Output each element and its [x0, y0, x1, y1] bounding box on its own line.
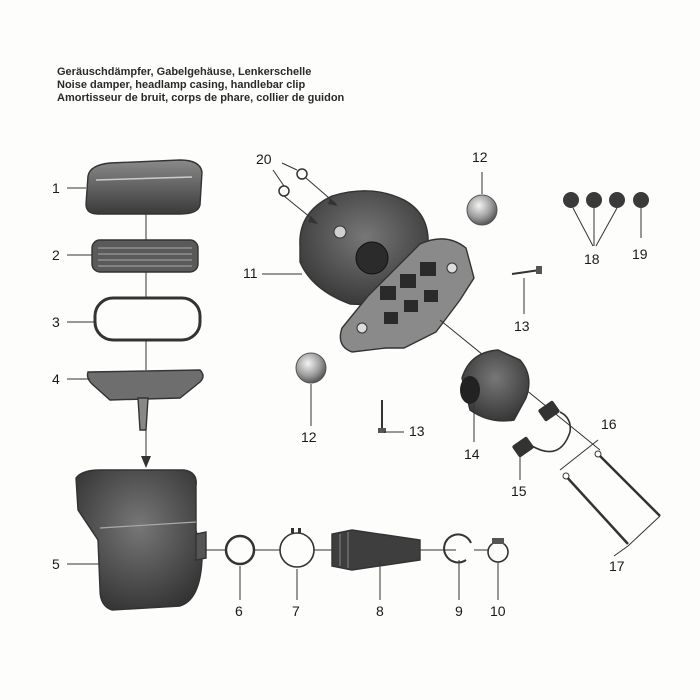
callout-9: 9 [455, 603, 463, 619]
intake-hose [331, 529, 421, 571]
callout-10: 10 [490, 603, 506, 619]
rubber-ring [224, 534, 256, 566]
screw-upper [511, 266, 542, 275]
callout-14: 14 [464, 446, 480, 462]
air-filter-cover [85, 159, 203, 215]
callout-13-lower: 13 [409, 423, 425, 439]
sealing-ring [93, 296, 202, 342]
cover-ball-right [466, 194, 498, 226]
callout-12-lower: 12 [301, 429, 317, 445]
callout-1: 1 [52, 180, 60, 196]
callout-15: 15 [511, 483, 527, 499]
callout-19: 19 [632, 246, 648, 262]
callout-17: 17 [609, 558, 625, 574]
cable-connector [512, 400, 572, 458]
title-english: Noise damper, headlamp casing, handlebar… [57, 79, 306, 91]
callout-11: 11 [243, 265, 258, 281]
callout-3: 3 [52, 314, 60, 330]
title-french: Amortisseur de bruit, corps de phare, co… [57, 92, 345, 104]
cover-ball-left [295, 352, 327, 384]
clamp-ring [279, 528, 315, 568]
diagram-title: Geräuschdämpfer, Gabelgehäuse, Lenkersch… [57, 66, 344, 105]
callout-16: 16 [601, 416, 617, 432]
callout-18: 18 [584, 251, 600, 267]
callout-5: 5 [52, 556, 60, 572]
retaining-clip [443, 533, 472, 564]
filter-element [91, 239, 199, 273]
screw-lower [378, 400, 386, 433]
hose-clamp [487, 538, 509, 563]
callout-13-upper: 13 [514, 318, 530, 334]
callout-20: 20 [256, 151, 272, 167]
handlebar-clamp [339, 238, 475, 353]
callout-12-upper: 12 [472, 149, 488, 165]
callout-numbers: 1 2 3 4 5 6 7 8 9 10 11 12 12 13 13 14 1… [52, 149, 648, 619]
filter-base-plate [86, 369, 204, 431]
callout-6: 6 [235, 603, 243, 619]
small-rings [278, 168, 308, 197]
callout-2: 2 [52, 247, 60, 263]
callout-7: 7 [292, 603, 300, 619]
leader-lines [67, 162, 661, 600]
fixing-studs [562, 450, 661, 545]
callout-8: 8 [376, 603, 384, 619]
title-german: Geräuschdämpfer, Gabelgehäuse, Lenkersch… [57, 66, 312, 78]
callout-4: 4 [52, 371, 60, 387]
noise-damper-housing [75, 469, 207, 611]
assembly-guide-line [141, 214, 151, 468]
rubber-grommet [460, 349, 530, 422]
rubber-caps [563, 192, 649, 208]
